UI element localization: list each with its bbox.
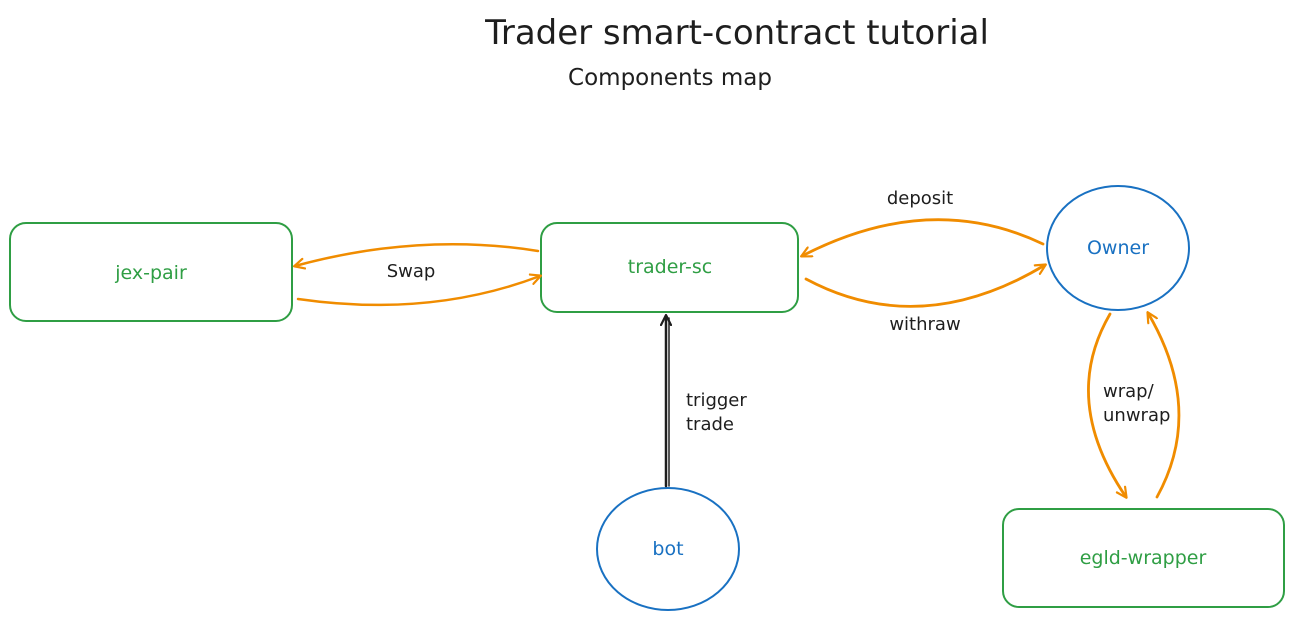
owner-label: Owner bbox=[1087, 237, 1149, 259]
trader-sc-box bbox=[540, 222, 799, 313]
trader-sc-label: trader-sc bbox=[628, 256, 712, 278]
deposit-label: deposit bbox=[887, 188, 953, 209]
owner-circle bbox=[1046, 185, 1190, 311]
egld-wrapper-box bbox=[1002, 508, 1285, 608]
page-title: Trader smart-contract tutorial bbox=[484, 13, 989, 53]
node-egld-wrapper[interactable]: egld-wrapper bbox=[1002, 508, 1285, 608]
trigger-label-line1: trigger bbox=[686, 390, 747, 411]
jex-pair-label: jex-pair bbox=[114, 262, 187, 284]
egld-wrapper-label: egld-wrapper bbox=[1080, 547, 1207, 569]
arrow-owner-to-wrapper bbox=[1087, 312, 1126, 497]
node-jex-pair[interactable]: jex-pair bbox=[9, 222, 293, 322]
node-bot[interactable]: bot bbox=[596, 487, 740, 611]
bot-label: bot bbox=[652, 538, 683, 560]
swap-label: Swap bbox=[387, 261, 436, 282]
node-owner[interactable]: Owner bbox=[1046, 185, 1190, 311]
arrow-trader-to-owner bbox=[804, 265, 1045, 308]
arrow-owner-to-trader bbox=[802, 218, 1045, 256]
trigger-label-line2: trade bbox=[686, 414, 734, 435]
bot-circle bbox=[596, 487, 740, 611]
page-subtitle: Components map bbox=[568, 65, 772, 91]
wrap-label-line2: unwrap bbox=[1103, 405, 1170, 426]
arrow-jex-to-trader bbox=[296, 276, 540, 307]
node-trader-sc[interactable]: trader-sc bbox=[540, 222, 799, 313]
arrow-wrapper-to-owner bbox=[1148, 313, 1181, 499]
withraw-label: withraw bbox=[889, 314, 960, 335]
arrow-trader-to-jex bbox=[295, 242, 540, 266]
jex-pair-box bbox=[9, 222, 293, 322]
wrap-label-line1: wrap/ bbox=[1103, 381, 1155, 402]
